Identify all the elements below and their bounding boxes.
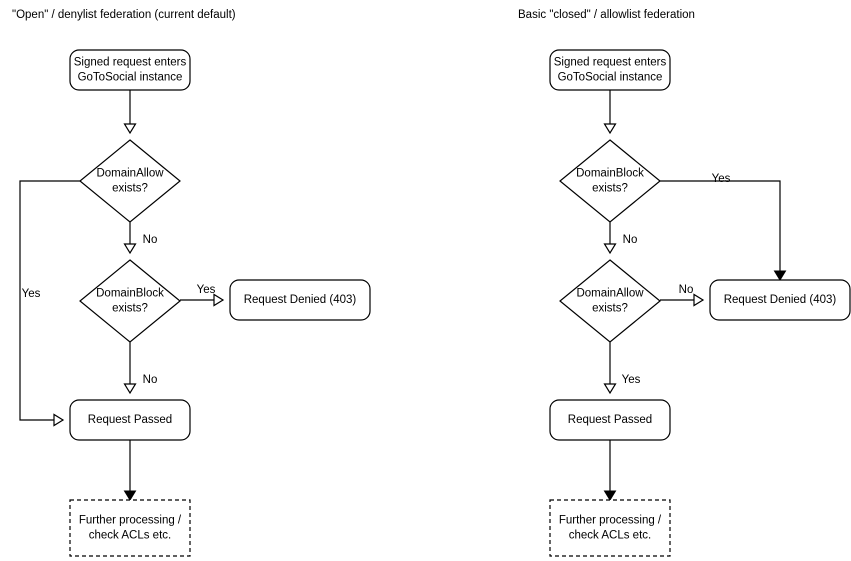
node-left-denied[interactable]: Request Denied (403) (229, 279, 371, 321)
node-shape-diamond (559, 259, 661, 343)
node-shape-diamond (559, 139, 661, 223)
panel-title-closed-allowlist: Basic "closed" / allowlist federation (518, 9, 695, 21)
node-right-passed[interactable]: Request Passed (549, 399, 671, 441)
node-shape-rounded-rect (229, 279, 371, 321)
node-label-right-allow: DomainAllow (576, 288, 644, 300)
node-label-left-allow: DomainAllow (96, 168, 164, 180)
node-label-right-block: DomainBlock (576, 168, 644, 180)
edge-label-left-allow-passed: Yes (22, 288, 41, 300)
node-right-block[interactable]: DomainBlock exists? (559, 139, 661, 223)
node-shape-rounded-rect (69, 399, 191, 441)
node-label-right-allow: exists? (592, 303, 628, 315)
node-label-right-denied: Request Denied (403) (724, 294, 837, 306)
edge-arrowhead-right-start-block (603, 123, 617, 135)
node-shape-diamond (79, 139, 181, 223)
node-left-further[interactable]: Further processing / check ACLs etc. (69, 499, 191, 557)
edge-left-allow-passed (19, 180, 80, 421)
edge-arrowhead-left-start-allow (123, 123, 137, 135)
node-label-right-start: Signed request enters (554, 57, 667, 69)
node-label-left-further: check ACLs etc. (89, 530, 171, 542)
edge-arrowhead-right-allow-denied (693, 293, 705, 307)
node-label-left-denied: Request Denied (403) (244, 294, 357, 306)
node-right-denied[interactable]: Request Denied (403) (709, 279, 851, 321)
node-label-right-further: check ACLs etc. (569, 530, 651, 542)
node-left-allow[interactable]: DomainAllow exists? (79, 139, 181, 223)
edge-arrowhead-right-block-allow (603, 243, 617, 255)
edge-arrowhead-right-allow-passed (603, 383, 617, 395)
node-label-left-start: GoToSocial instance (78, 72, 183, 84)
edge-right-block-denied (660, 180, 781, 273)
node-label-right-start: GoToSocial instance (558, 72, 663, 84)
node-label-left-block: DomainBlock (96, 288, 164, 300)
edge-label-left-allow-block: No (143, 234, 158, 246)
node-left-passed[interactable]: Request Passed (69, 399, 191, 441)
edge-arrowhead-right-passed-further (603, 490, 617, 501)
node-right-allow[interactable]: DomainAllow exists? (559, 259, 661, 343)
node-label-right-block: exists? (592, 183, 628, 195)
node-shape-diamond (79, 259, 181, 343)
node-shape-rounded-rect (549, 399, 671, 441)
edge-arrowhead-left-block-passed (123, 383, 137, 395)
edge-arrowhead-left-passed-further (123, 490, 137, 501)
edge-arrowhead-left-allow-passed (53, 413, 65, 427)
node-shape-rounded-rect (69, 49, 191, 91)
node-left-block[interactable]: DomainBlock exists? (79, 259, 181, 343)
edge-label-left-block-denied: Yes (197, 284, 216, 296)
edge-arrowhead-left-block-denied (213, 293, 225, 307)
node-shape-dashed-rect (549, 499, 671, 557)
node-shape-dashed-rect (69, 499, 191, 557)
edge-arrowhead-left-allow-block (123, 243, 137, 255)
panel-title-open-denylist: "Open" / denylist federation (current de… (12, 9, 236, 21)
node-label-right-further: Further processing / (559, 515, 662, 527)
node-label-right-passed: Request Passed (568, 414, 652, 426)
node-shape-rounded-rect (549, 49, 671, 91)
node-shape-rounded-rect (709, 279, 851, 321)
edge-arrowhead-right-block-denied (773, 270, 787, 281)
node-label-left-start: Signed request enters (74, 57, 187, 69)
edge-label-left-block-passed: No (143, 374, 158, 386)
edge-label-right-block-allow: No (623, 234, 638, 246)
node-label-left-block: exists? (112, 303, 148, 315)
edge-label-right-allow-passed: Yes (622, 374, 641, 386)
node-label-left-allow: exists? (112, 183, 148, 195)
node-label-left-further: Further processing / (79, 515, 182, 527)
edge-label-right-block-denied: Yes (712, 173, 731, 185)
edge-label-right-allow-denied: No (679, 284, 694, 296)
node-label-left-passed: Request Passed (88, 414, 172, 426)
node-right-further[interactable]: Further processing / check ACLs etc. (549, 499, 671, 557)
